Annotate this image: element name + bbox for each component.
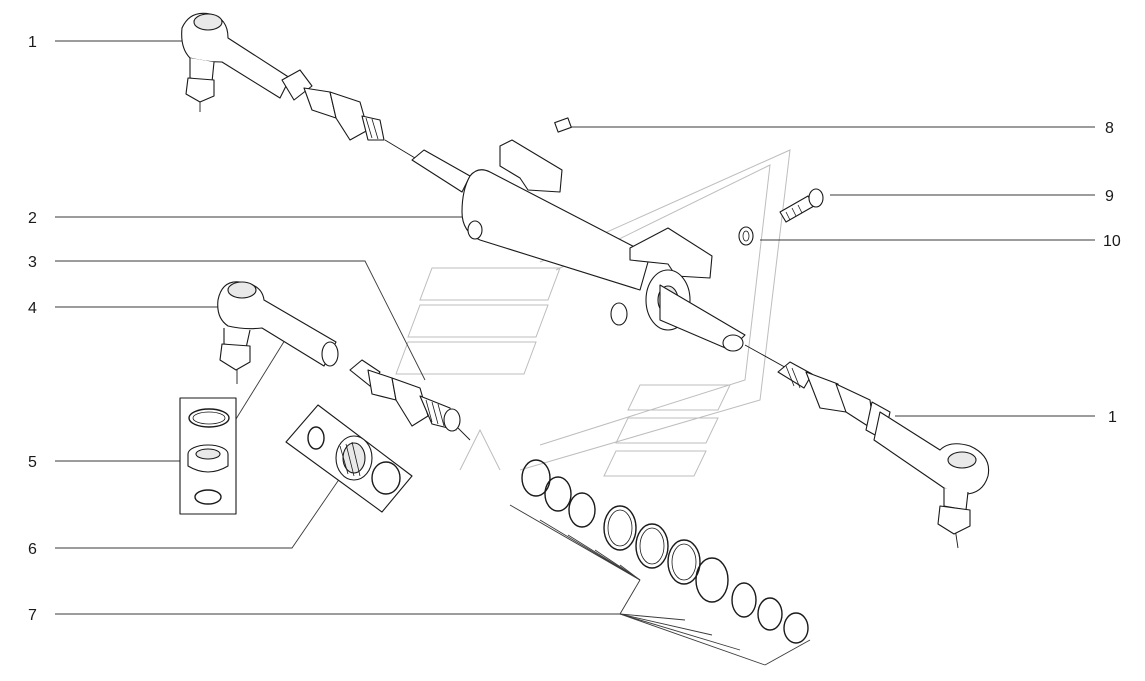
callout-numbers: 1 2 3 4 5 6 7 8 9 10 1	[28, 34, 1121, 624]
screw-item-9	[779, 188, 824, 223]
steering-cylinder-body	[411, 139, 746, 352]
callout-10: 10	[1103, 233, 1121, 250]
callout-3: 3	[28, 254, 37, 271]
tie-rod-end-middle	[217, 281, 339, 371]
callout-9: 9	[1105, 188, 1114, 205]
callout-1-bottom-right: 1	[1108, 409, 1117, 426]
callout-7: 7	[28, 607, 37, 624]
washer-item-10	[738, 226, 754, 246]
tie-rod-end-bottom-right	[777, 361, 990, 535]
assembly-axis-lines	[199, 92, 959, 549]
callout-4: 4	[28, 300, 37, 317]
callout-8: 8	[1105, 120, 1114, 137]
callout-2: 2	[28, 210, 37, 227]
pin-item-8	[554, 117, 572, 133]
callout-5: 5	[28, 454, 37, 471]
leader-lines	[55, 40, 1095, 666]
callout-6: 6	[28, 541, 37, 558]
adjusting-sleeve-item-3	[349, 359, 461, 432]
watermark-logo	[395, 149, 791, 477]
callout-1-top-left: 1	[28, 34, 37, 51]
tie-rod-end-top-left	[181, 12, 385, 141]
o-ring-set-item-7	[521, 459, 809, 644]
seal-kit-item-6	[285, 404, 413, 513]
seal-kit-item-5	[179, 397, 237, 515]
